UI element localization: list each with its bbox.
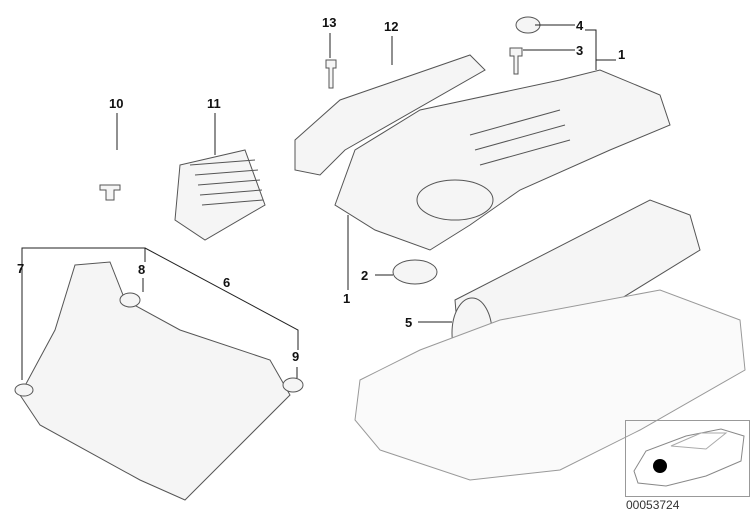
callout-3: 3 xyxy=(576,43,584,58)
callout-2: 2 xyxy=(361,268,369,283)
callout-8: 8 xyxy=(138,262,146,277)
rivet xyxy=(99,184,121,201)
car-location-inset xyxy=(625,420,750,497)
location-marker-icon xyxy=(653,459,667,473)
callout-9: 9 xyxy=(292,349,300,364)
seal-ring xyxy=(392,259,438,285)
callout-10: 10 xyxy=(109,96,124,111)
diagram-reference-code: 00053724 xyxy=(626,498,680,512)
air-guide xyxy=(19,261,291,501)
cylinder-head-cover xyxy=(354,289,746,481)
callout-6: 6 xyxy=(223,275,231,290)
callout-4: 4 xyxy=(576,18,584,33)
callout-11: 11 xyxy=(207,96,221,111)
callout-7: 7 xyxy=(17,261,25,276)
callout-13: 13 xyxy=(322,15,337,30)
bellows xyxy=(174,149,266,241)
callout-12: 12 xyxy=(384,19,399,34)
screw xyxy=(325,59,337,89)
callout-1-bottom: 1 xyxy=(343,291,351,306)
intake-duct xyxy=(294,54,486,176)
callout-5: 5 xyxy=(405,315,413,330)
car-outline-icon xyxy=(633,428,745,487)
callout-1-top: 1 xyxy=(618,47,626,62)
